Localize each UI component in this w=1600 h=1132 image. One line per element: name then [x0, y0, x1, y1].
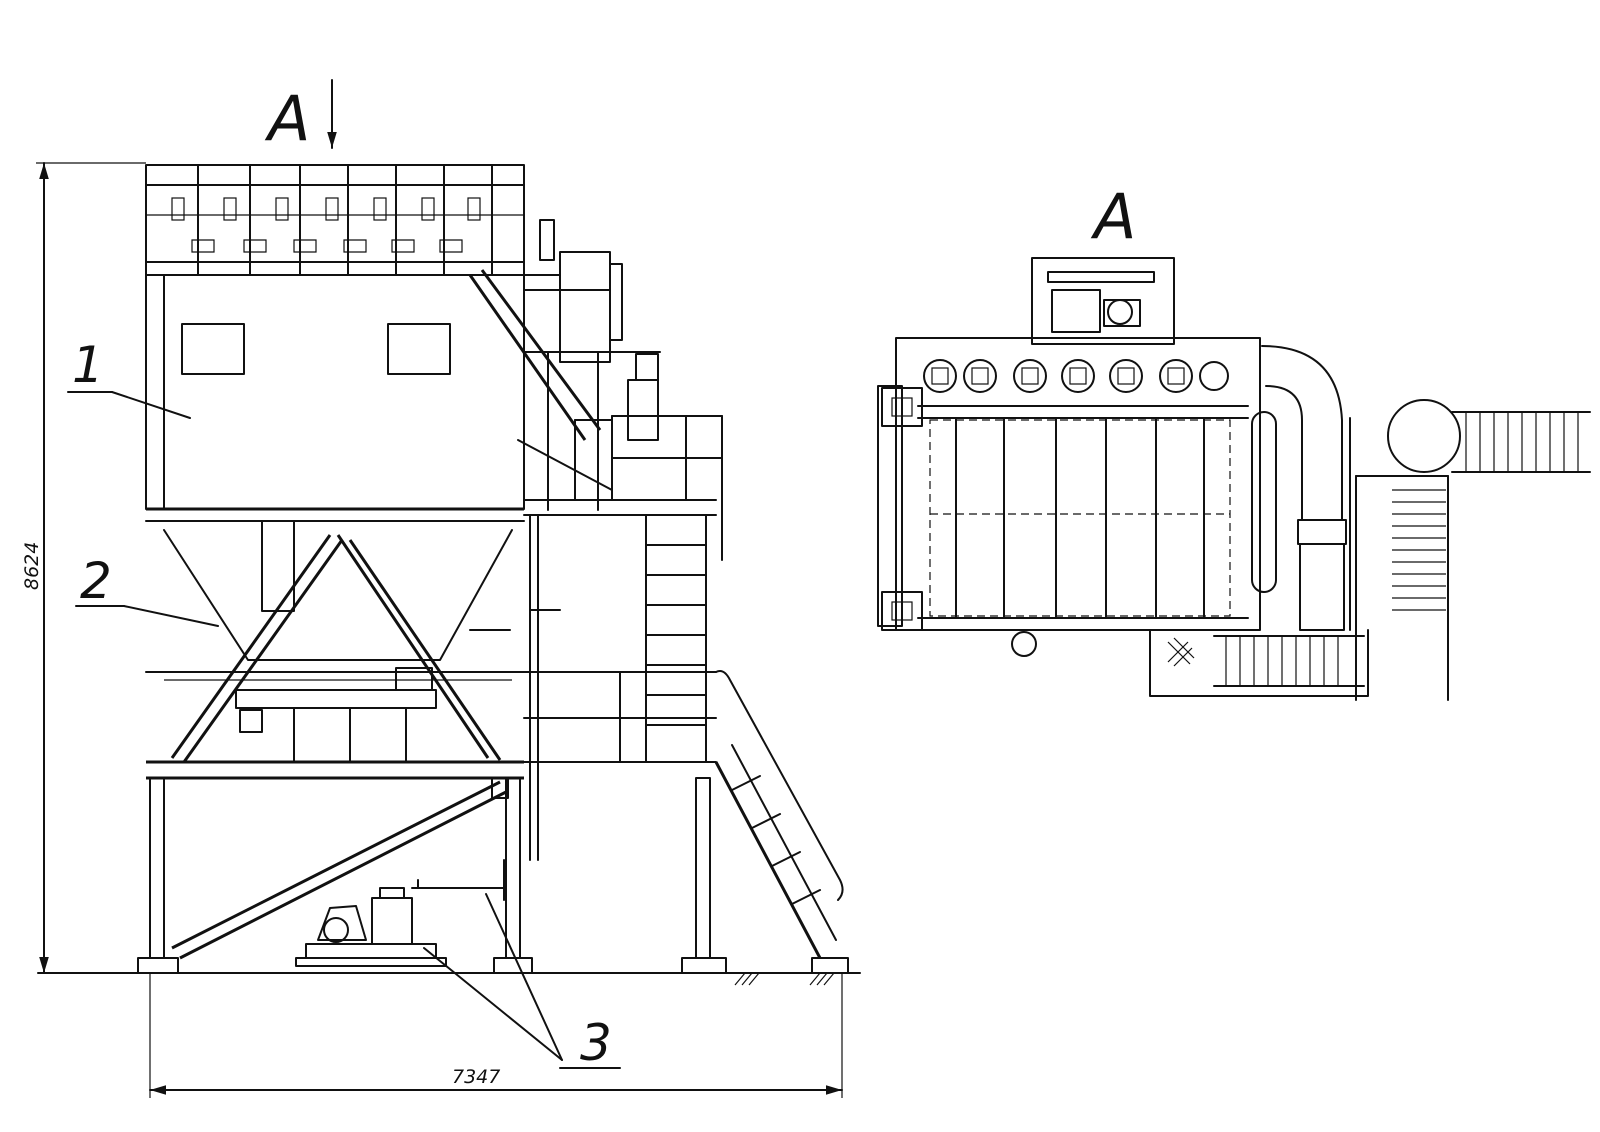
height-value: 8624	[21, 542, 43, 590]
cross-bracing	[170, 534, 502, 763]
filter-housing	[145, 274, 525, 522]
width-dimension: 7347	[149, 973, 843, 1098]
ground-hatch	[734, 972, 835, 986]
fan-unit	[295, 859, 505, 967]
plan-drive-box	[1031, 257, 1175, 345]
plan-right-stair	[1355, 475, 1449, 701]
vertical-ladder	[645, 514, 707, 763]
callout-3: 3	[580, 1014, 612, 1072]
plan-mesh	[1167, 637, 1195, 667]
inclined-auger	[171, 777, 509, 960]
plan-compartments	[929, 417, 1231, 619]
plan-tank	[1387, 399, 1591, 473]
plan-view-a: А	[877, 180, 1591, 701]
plan-bottom-valve	[1011, 631, 1037, 657]
leader-2	[123, 605, 219, 627]
plan-corner-left-bottom	[881, 591, 923, 631]
inspection-hatch-left	[181, 323, 245, 375]
plan-body	[877, 337, 1261, 631]
roof-platform	[145, 164, 525, 276]
leader-1	[111, 391, 191, 419]
callout-1: 1	[72, 336, 104, 394]
callout-2: 2	[80, 552, 112, 610]
screw-conveyor	[235, 689, 437, 709]
leader-3a	[423, 947, 563, 1061]
front-elevation-view: А 1 2 3 8624 7347	[21, 79, 861, 1098]
inspection-hatch-right	[387, 323, 451, 375]
inclined-stair	[714, 670, 844, 959]
width-value: 7347	[452, 1066, 500, 1088]
side-platform	[469, 514, 717, 861]
service-structure	[468, 219, 723, 561]
view-marker-top: А	[264, 82, 310, 155]
plan-duct	[1251, 345, 1351, 631]
view-title: А	[1090, 180, 1136, 253]
filter-valves	[171, 197, 481, 253]
hopper	[145, 520, 525, 780]
support-legs	[137, 777, 849, 974]
plan-valve-row	[923, 359, 1229, 393]
plan-bottom-stair	[1149, 629, 1369, 697]
leader-3b	[485, 893, 563, 1061]
height-dimension: 8624	[21, 162, 146, 974]
